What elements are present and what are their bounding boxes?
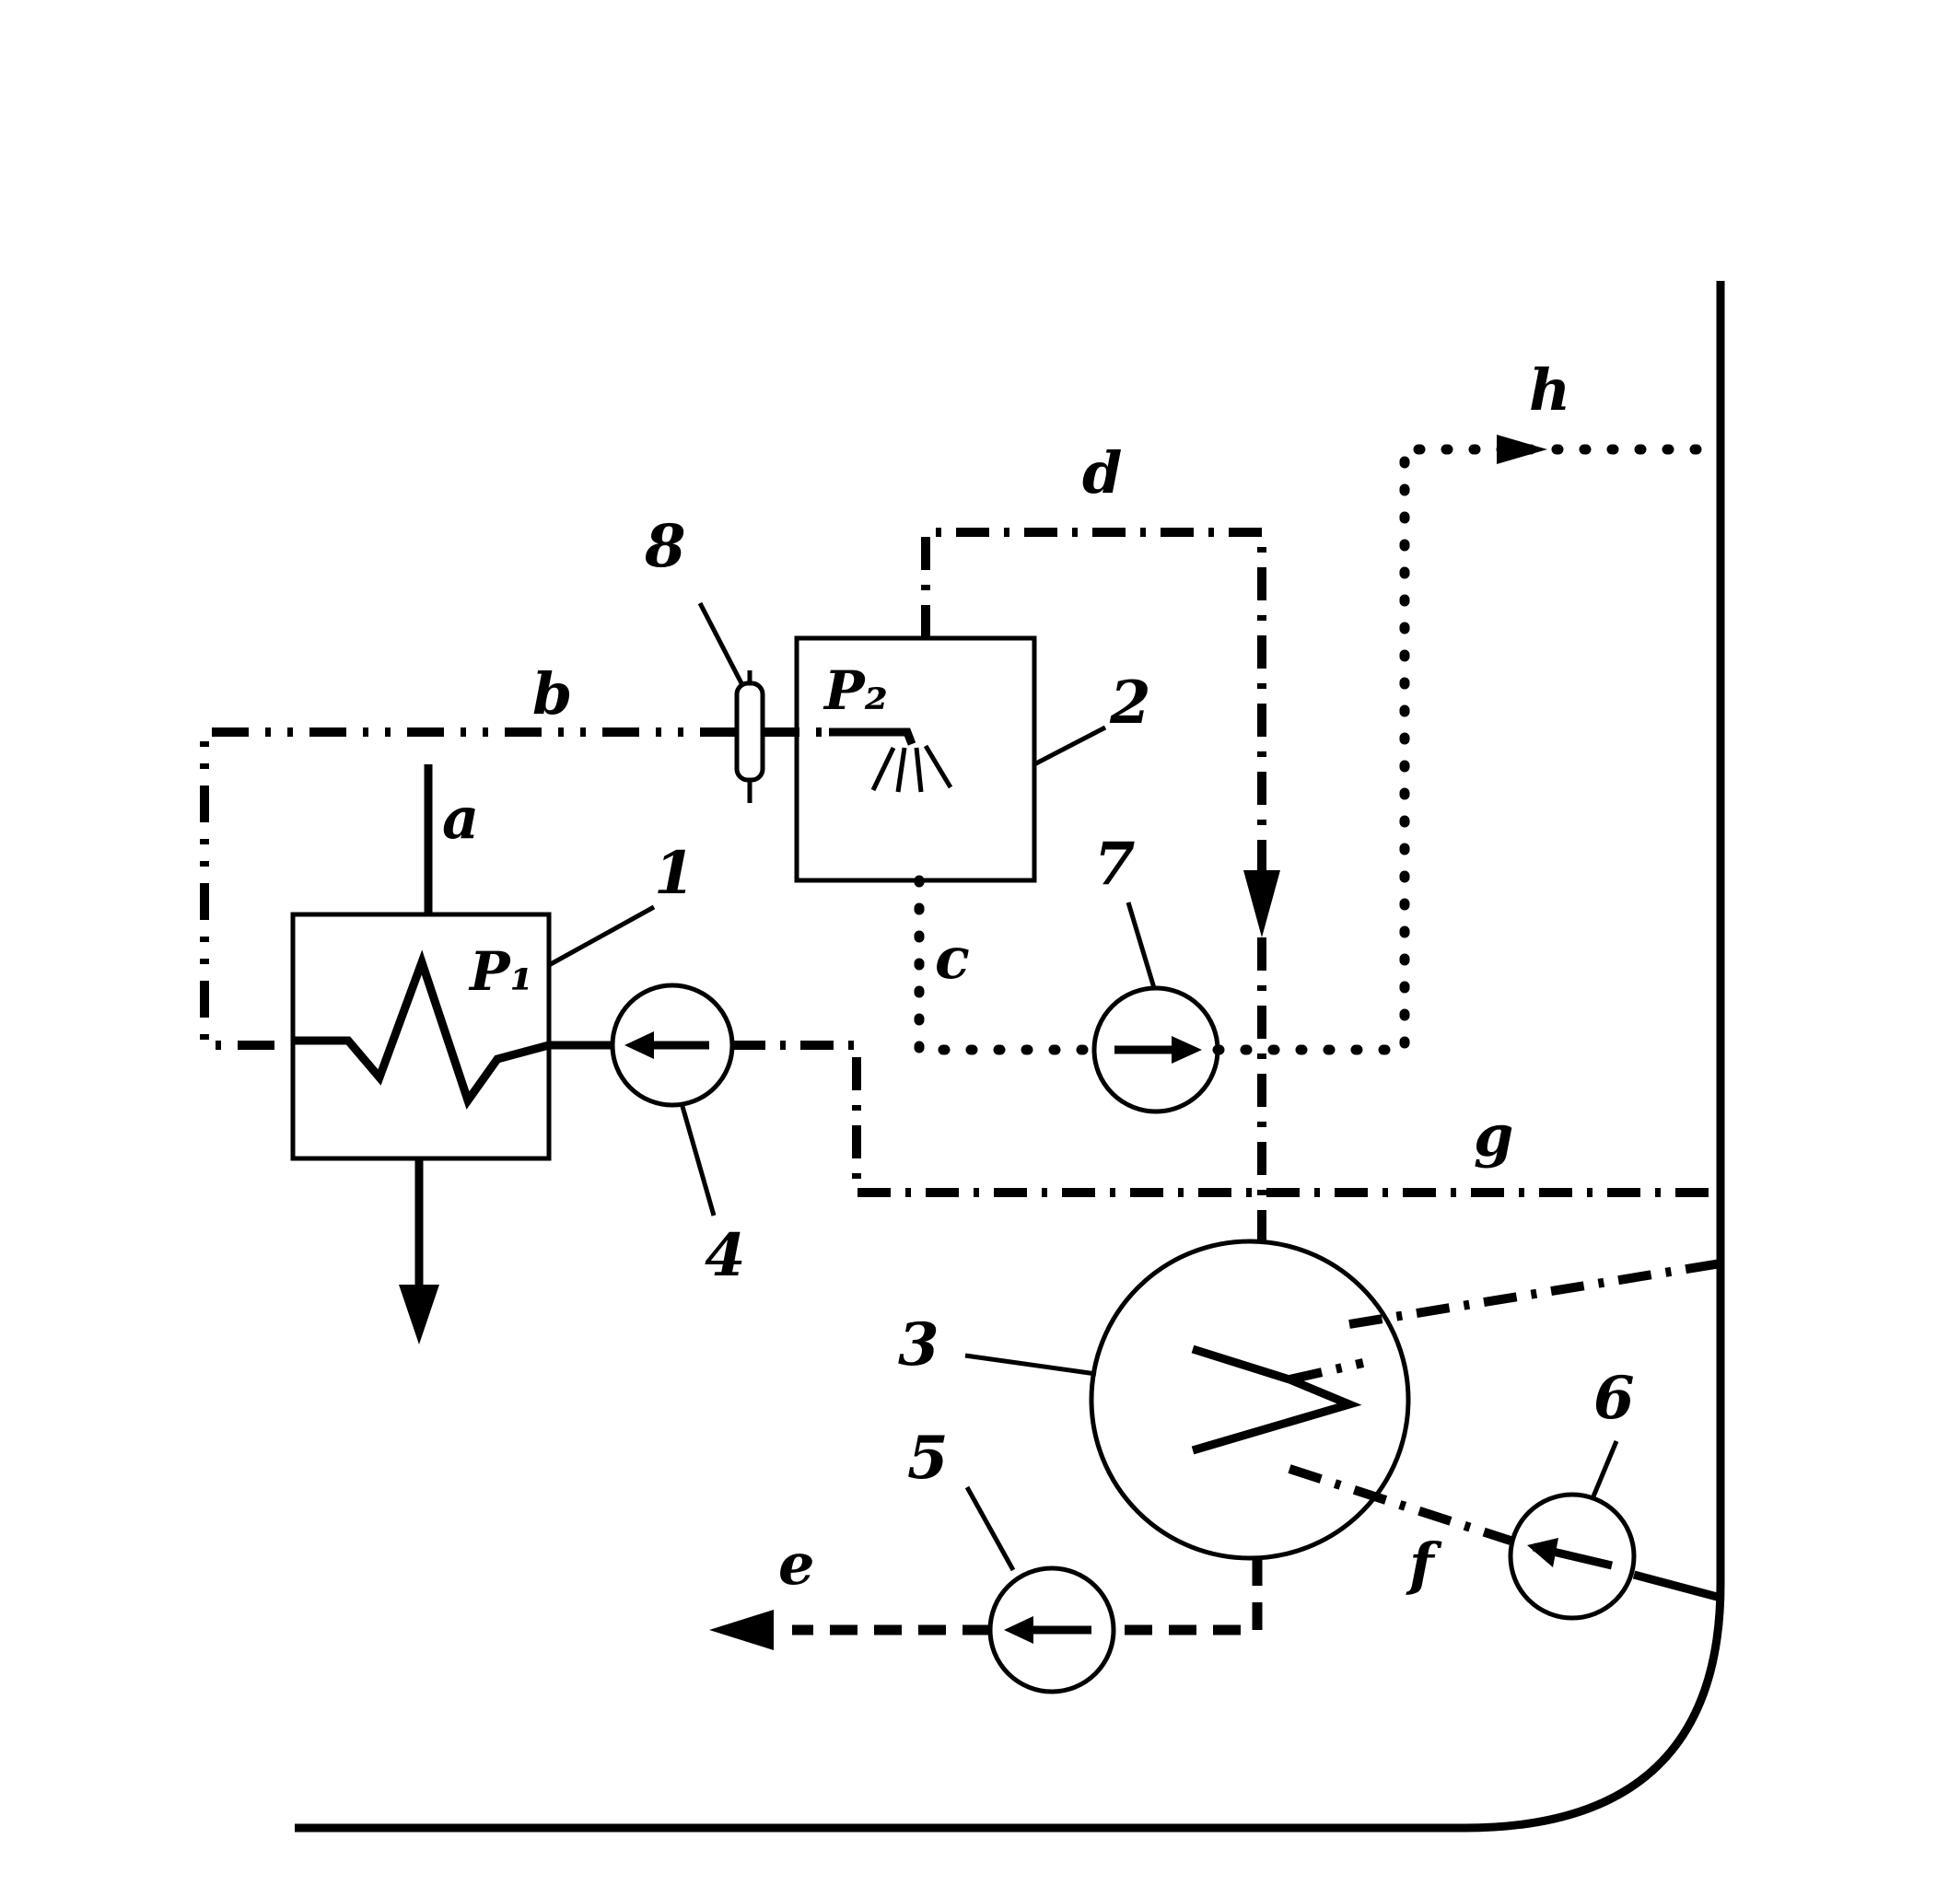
pressure-label-p2: P₂ bbox=[822, 659, 888, 722]
number-4: 4 bbox=[705, 1221, 746, 1290]
number-3: 3 bbox=[898, 1310, 939, 1379]
spray-nozzle-icon bbox=[870, 744, 953, 793]
label-a: a bbox=[442, 785, 479, 852]
line-pump4-to-g bbox=[549, 1041, 1721, 1197]
label-f: f bbox=[1406, 1530, 1442, 1598]
number-5: 5 bbox=[907, 1424, 949, 1493]
label-g: g bbox=[1474, 1102, 1513, 1170]
label-h: h bbox=[1529, 356, 1570, 424]
line-e bbox=[709, 1558, 1263, 1650]
line-f-cooling bbox=[1288, 1259, 1722, 1602]
pump-4 bbox=[610, 983, 735, 1108]
label-c: c bbox=[935, 925, 970, 992]
pump-6 bbox=[1508, 1492, 1637, 1621]
line-b bbox=[200, 727, 829, 1050]
label-e: e bbox=[778, 1530, 814, 1598]
number-7: 7 bbox=[1094, 830, 1136, 899]
pump-5 bbox=[987, 1565, 1116, 1694]
condenser-3 bbox=[1089, 1239, 1411, 1561]
pressure-label-p1: P₁ bbox=[468, 940, 533, 1003]
line-d bbox=[921, 528, 1280, 1241]
number-6: 6 bbox=[1593, 1364, 1635, 1433]
label-b: b bbox=[532, 660, 572, 727]
line-c-and-h bbox=[914, 435, 1726, 1055]
label-d: d bbox=[1082, 439, 1122, 506]
leader-lines bbox=[547, 601, 1619, 1572]
hull-outline bbox=[295, 281, 1725, 1833]
number-1: 1 bbox=[654, 839, 695, 908]
throttle-valve-8 bbox=[734, 670, 765, 803]
heat-exchanger-1 bbox=[290, 764, 552, 1344]
number-8: 8 bbox=[644, 512, 686, 581]
pump-7 bbox=[1091, 985, 1220, 1114]
number-2: 2 bbox=[1109, 669, 1151, 738]
